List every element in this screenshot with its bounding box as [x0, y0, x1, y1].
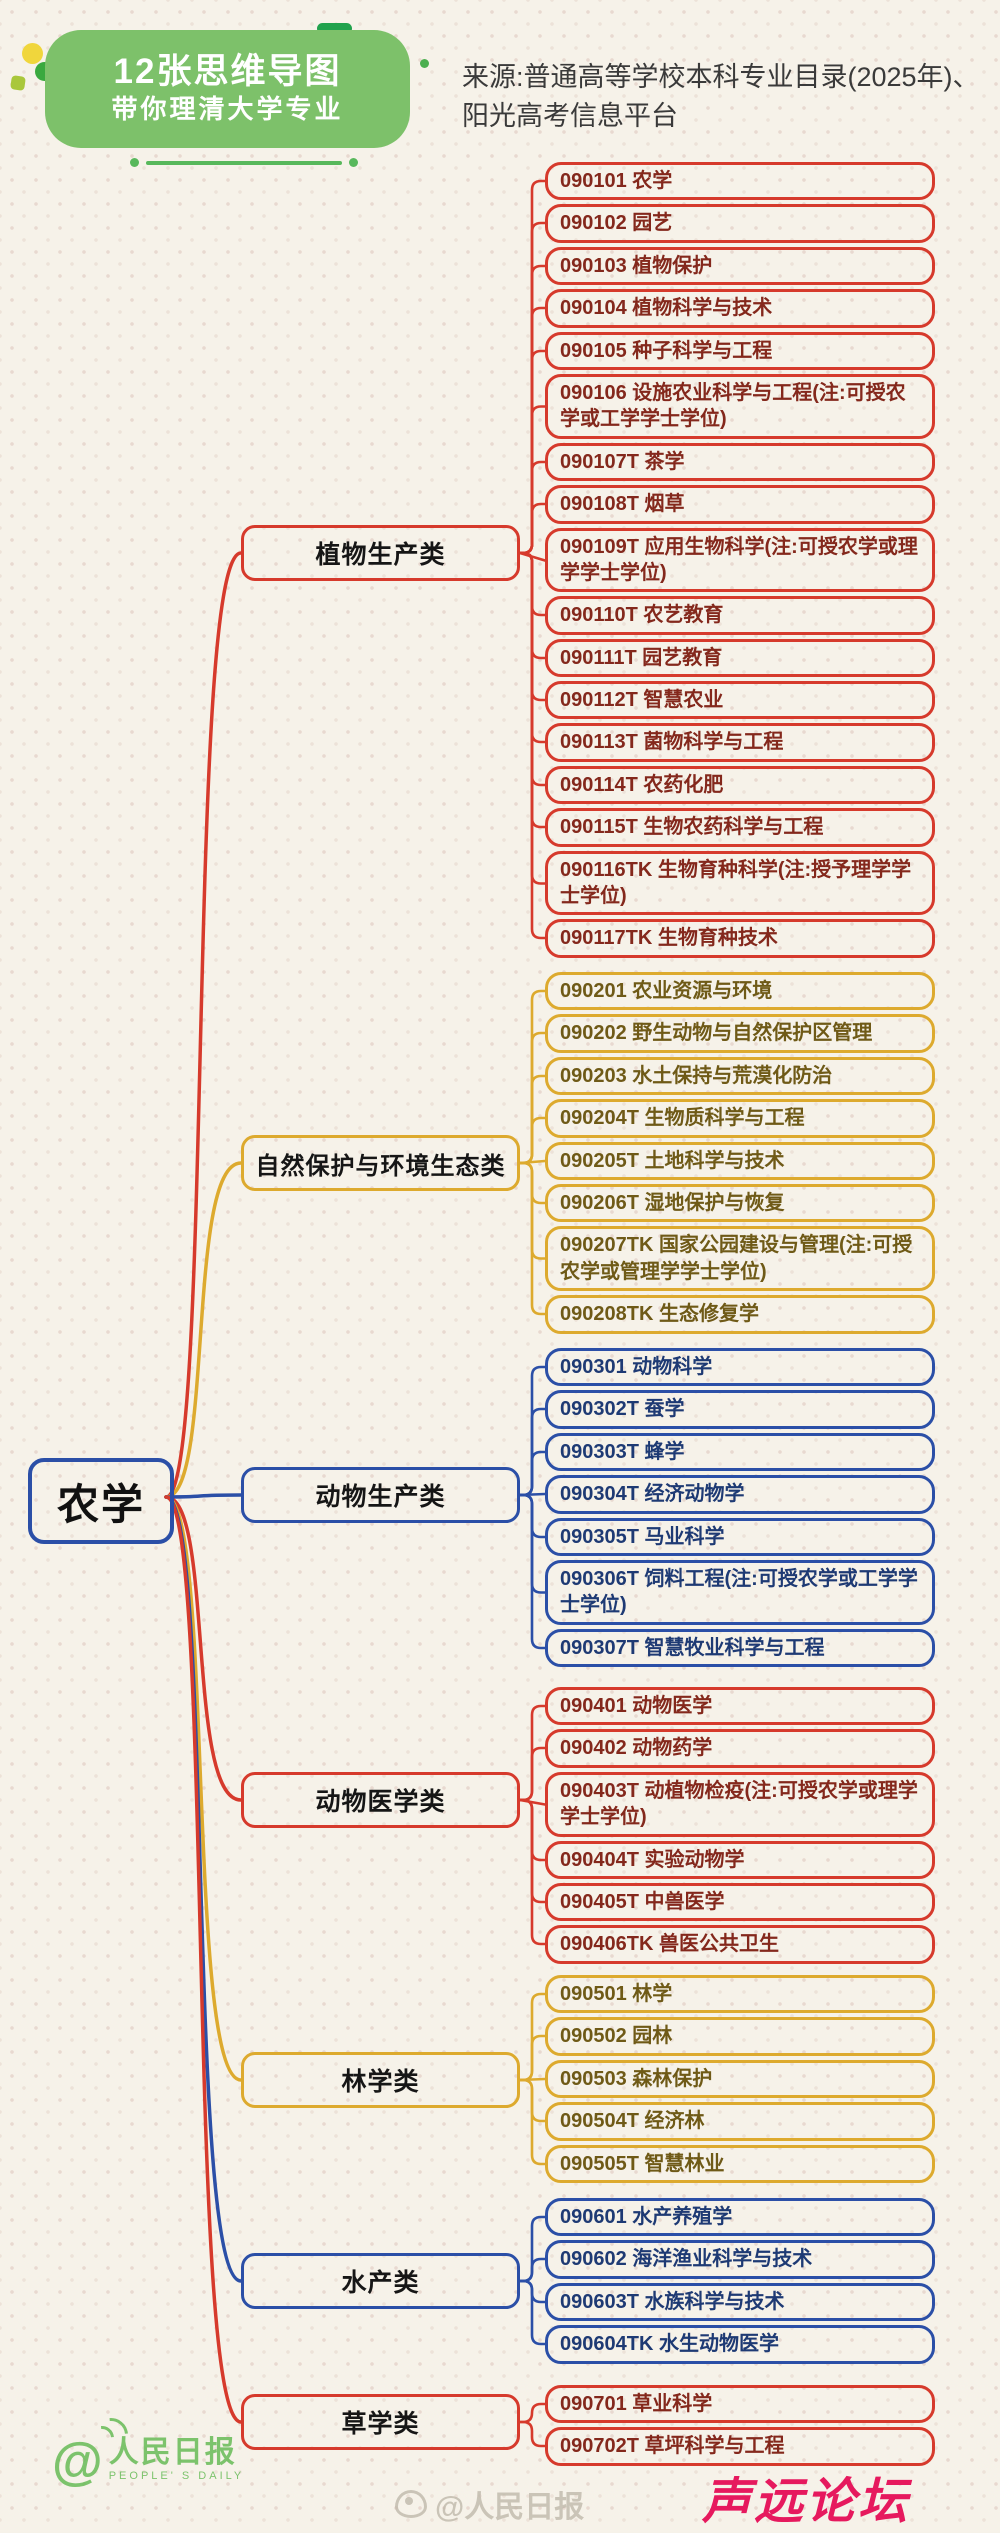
peoples-daily-logo: @ 人民日报 PEOPLE' S DAILY	[52, 2411, 245, 2491]
decor-green-square	[10, 75, 26, 91]
forum-watermark: 声远论坛	[702, 2475, 911, 2529]
major-item: 090204T 生物质科学与工程	[545, 1099, 935, 1138]
major-item: 090110T 农艺教育	[545, 596, 935, 635]
major-item: 090108T 烟草	[545, 485, 935, 524]
major-item: 090111T 园艺教育	[545, 638, 935, 678]
major-item: 090307T 智慧牧业科学与工程	[545, 1628, 935, 1668]
major-item: 090501 林学	[545, 1975, 935, 2014]
source-line-2: 阳光高考信息平台	[462, 101, 678, 132]
major-item: 090201 农业资源与环境	[545, 972, 935, 1011]
branch-label: 植物生产类	[241, 525, 520, 581]
major-item: 090102 园艺	[545, 204, 935, 243]
major-item: 090301 动物科学	[545, 1348, 935, 1387]
major-item: 090113T 菌物科学与工程	[545, 723, 935, 762]
branch-label: 动物生产类	[241, 1467, 520, 1523]
major-item: 090404T 实验动物学	[545, 1840, 935, 1879]
major-item: 090701 草业科学	[545, 2385, 935, 2424]
title-badge: 12张思维导图 带你理清大学专业	[45, 30, 410, 148]
branch-label: 动物医学类	[241, 1772, 520, 1828]
major-item: 090603T 水族科学与技术	[545, 2282, 935, 2322]
major-item: 090401 动物医学	[545, 1687, 935, 1726]
major-item: 090505T 智慧林业	[545, 2144, 935, 2183]
major-item: 090502 园林	[545, 2017, 935, 2056]
major-item: 090203 水土保持与荒漠化防治	[545, 1056, 935, 1096]
major-item: 090504T 经济林	[545, 2102, 935, 2141]
peoples-daily-en: PEOPLE' S DAILY	[108, 2470, 245, 2482]
major-item: 090105 种子科学与工程	[545, 331, 935, 370]
root-node: 农学	[28, 1458, 174, 1544]
weibo-icon	[395, 2490, 427, 2518]
major-item: 090303T 蜂学	[545, 1432, 935, 1472]
major-item: 090116TK 生物育种科学(注:授予理学学士学位)	[545, 850, 935, 916]
major-item: 090503 森林保护	[545, 2059, 935, 2099]
major-item: 090406TK 兽医公共卫生	[545, 1925, 935, 1964]
weibo-credit: @人民日报	[395, 2482, 584, 2526]
major-item: 090202 野生动物与自然保护区管理	[545, 1014, 935, 1053]
major-item: 090402 动物药学	[545, 1729, 935, 1768]
decor-underline-dot-left	[130, 158, 139, 167]
peoples-daily-cn: 人民日报	[108, 2436, 237, 2469]
branch-label: 水产类	[241, 2253, 520, 2309]
major-item: 090405T 中兽医学	[545, 1882, 935, 1922]
major-item: 090206T 湿地保护与恢复	[545, 1183, 935, 1223]
major-item: 090702T 草坪科学与工程	[545, 2427, 935, 2466]
source-line-1: 来源:普通高等学校本科专业目录(2025年)、	[462, 62, 980, 92]
major-item: 090114T 农药化肥	[545, 765, 935, 805]
decor-underline-dot-right	[349, 158, 358, 167]
decor-underline	[146, 161, 342, 165]
major-item: 090208TK 生态修复学	[545, 1295, 935, 1334]
major-item: 090107T 茶学	[545, 442, 935, 482]
title-line-1: 12张思维导图	[113, 52, 342, 92]
at-symbol-icon: @	[52, 2432, 103, 2491]
branch-label: 林学类	[241, 2052, 520, 2108]
branch-label: 自然保护与环境生态类	[241, 1135, 520, 1191]
major-item: 090304T 经济动物学	[545, 1475, 935, 1514]
major-item: 090604TK 水生动物医学	[545, 2325, 935, 2364]
major-item: 090106 设施农业科学与工程(注:可授农学或工学学士学位)	[545, 373, 935, 439]
title-line-2: 带你理清大学专业	[111, 94, 344, 125]
major-item: 090403T 动植物检疫(注:可授农学或理学学士学位)	[545, 1771, 935, 1837]
major-item: 090103 植物保护	[545, 246, 935, 286]
major-item: 090101 农学	[545, 162, 935, 201]
major-item: 090602 海洋渔业科学与技术	[545, 2240, 935, 2279]
major-item: 090112T 智慧农业	[545, 681, 935, 720]
major-item: 090115T 生物农药科学与工程	[545, 808, 935, 847]
major-item: 090305T 马业科学	[545, 1517, 935, 1556]
decor-green-dot-right	[420, 59, 429, 68]
decor-green-bar	[317, 23, 352, 34]
decor-yellow-circle	[22, 43, 43, 64]
major-item: 090207TK 国家公园建设与管理(注:可授农学或管理学学士学位)	[545, 1226, 935, 1292]
source-note: 来源:普通高等学校本科专业目录(2025年)、 阳光高考信息平台	[462, 58, 992, 136]
major-item: 090109T 应用生物科学(注:可授农学或理学学士学位)	[545, 527, 935, 593]
weibo-credit-text: @人民日报	[435, 2491, 585, 2524]
major-item: 090306T 饲料工程(注:可授农学或工学学士学位)	[545, 1559, 935, 1625]
major-item: 090117TK 生物育种技术	[545, 919, 935, 958]
major-item: 090302T 蚕学	[545, 1390, 935, 1429]
major-item: 090104 植物科学与技术	[545, 289, 935, 328]
branch-label: 草学类	[241, 2394, 520, 2450]
major-item: 090205T 土地科学与技术	[545, 1141, 935, 1180]
major-item: 090601 水产养殖学	[545, 2198, 935, 2237]
